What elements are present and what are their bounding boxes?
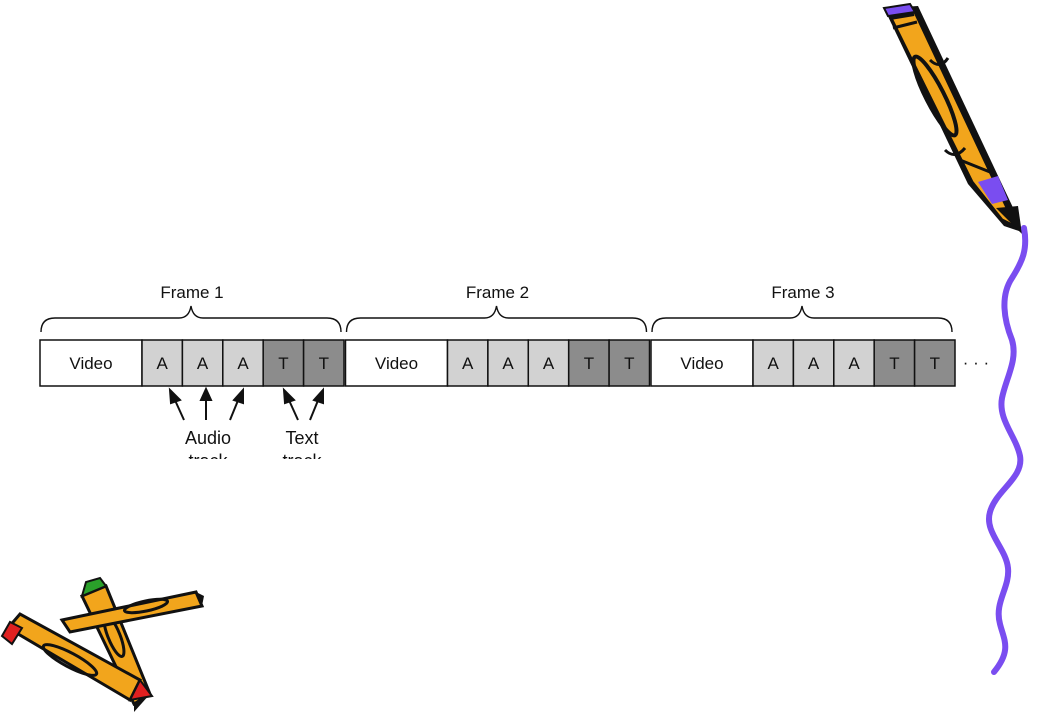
text-cell-label: T bbox=[584, 354, 594, 373]
text-cell bbox=[302, 339, 345, 387]
audio-cell-label: A bbox=[462, 354, 474, 373]
audio-arrow-2 bbox=[199, 386, 213, 420]
audio-arrow-3 bbox=[229, 387, 244, 421]
audio-cell-label: A bbox=[543, 354, 555, 373]
video-cell-label: Video bbox=[680, 354, 723, 373]
video-cell bbox=[39, 339, 143, 387]
text-cell bbox=[567, 339, 610, 387]
text-track-label: Text bbox=[285, 428, 318, 448]
audio-arrow-1 bbox=[168, 387, 185, 421]
annotation-arrows bbox=[168, 386, 324, 421]
audio-cell bbox=[446, 339, 489, 387]
audio-cell-label: A bbox=[808, 354, 820, 373]
frame-label: Frame 3 bbox=[771, 283, 834, 302]
frame-2: Frame 2 Video A A A T T bbox=[344, 283, 651, 387]
audio-cell bbox=[792, 339, 835, 387]
audio-cell bbox=[487, 339, 530, 387]
audio-cell-label: A bbox=[768, 354, 780, 373]
pencil-top-right-icon bbox=[882, 2, 1022, 234]
audio-cell-label: A bbox=[157, 354, 169, 373]
continuation-dots: · · · bbox=[963, 353, 989, 372]
audio-cell-label: A bbox=[237, 354, 249, 373]
audio-cell bbox=[222, 339, 264, 387]
frame-3: Frame 3 Video A A A T T bbox=[650, 283, 956, 387]
frame-brace bbox=[40, 305, 342, 333]
text-arrow-1 bbox=[282, 387, 299, 421]
text-cell-label: T bbox=[624, 354, 634, 373]
text-track-label-line2: track bbox=[282, 451, 322, 471]
audio-cell-label: A bbox=[848, 354, 860, 373]
audio-track-label-line2: track bbox=[188, 451, 228, 471]
text-cell-label: T bbox=[278, 354, 288, 373]
frame-label: Frame 2 bbox=[466, 283, 529, 302]
text-cell bbox=[913, 339, 956, 387]
text-cell bbox=[608, 339, 651, 387]
audio-cell bbox=[833, 339, 875, 387]
frame-1: Frame 1 Video A A A T T bbox=[39, 283, 345, 387]
frame-brace bbox=[345, 305, 648, 333]
text-cell-label: T bbox=[889, 354, 899, 373]
text-arrow-2 bbox=[309, 387, 324, 421]
audio-cell-label: A bbox=[502, 354, 514, 373]
audio-cell bbox=[752, 339, 795, 387]
text-cell-label: T bbox=[319, 354, 329, 373]
audio-track-label: Audio bbox=[185, 428, 231, 448]
frame-brace bbox=[651, 305, 953, 333]
text-cell-label: T bbox=[930, 354, 940, 373]
video-cell-label: Video bbox=[69, 354, 112, 373]
crossed-pencils-icon bbox=[0, 576, 205, 712]
frame-label: Frame 1 bbox=[160, 283, 223, 302]
purple-squiggle-line bbox=[985, 225, 1029, 675]
text-cell bbox=[873, 339, 916, 387]
video-cell-label: Video bbox=[375, 354, 418, 373]
audio-cell-label: A bbox=[197, 354, 209, 373]
